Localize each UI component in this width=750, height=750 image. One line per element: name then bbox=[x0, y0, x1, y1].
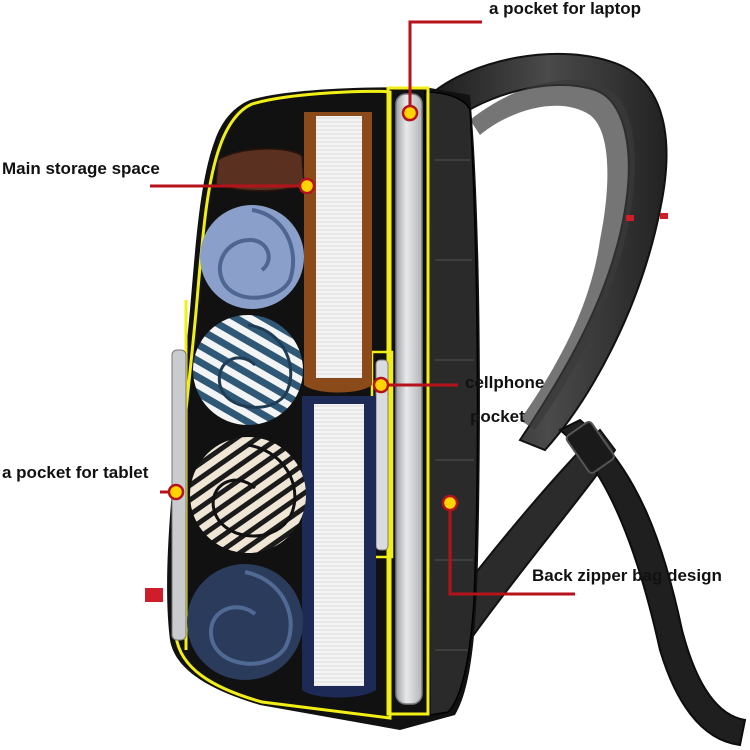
label-cellphone-line2: pocket bbox=[470, 407, 525, 426]
rolled-striped-cream-shirt bbox=[190, 437, 306, 553]
label-tablet-pocket: a pocket for tablet bbox=[2, 463, 149, 482]
shoulder-straps bbox=[428, 52, 747, 747]
book-lower bbox=[302, 396, 376, 698]
red-zipper-tab bbox=[145, 588, 163, 602]
callout-markers bbox=[167, 104, 459, 512]
yellow-dot-icon bbox=[372, 376, 390, 394]
callout-line-laptop bbox=[408, 20, 482, 110]
callout-line-back bbox=[448, 505, 575, 596]
rolled-blue-shirt bbox=[200, 205, 304, 309]
yellow-dot-icon bbox=[441, 494, 459, 512]
label-back-zipper: Back zipper bag design bbox=[532, 566, 722, 585]
callout-lines bbox=[150, 20, 575, 596]
label-laptop-pocket: a pocket for laptop bbox=[489, 0, 642, 18]
rolled-striped-blue-shirt bbox=[193, 315, 303, 425]
rolled-jeans bbox=[187, 564, 303, 680]
yellow-dot-icon bbox=[167, 483, 185, 501]
book-upper bbox=[304, 112, 372, 393]
yellow-dot-icon bbox=[401, 104, 419, 122]
label-cellphone-line1: cellphone bbox=[465, 373, 545, 392]
label-main-storage: Main storage space bbox=[2, 159, 160, 178]
laptop-device bbox=[395, 93, 423, 705]
yellow-dot-icon bbox=[298, 177, 316, 195]
brown-wallet bbox=[215, 148, 305, 192]
